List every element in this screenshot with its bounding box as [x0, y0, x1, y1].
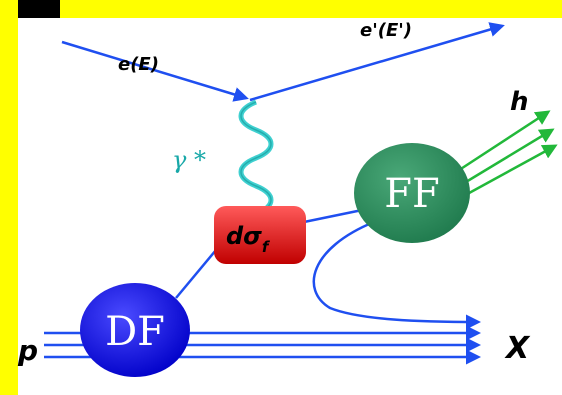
df-blob: DF	[80, 283, 190, 377]
incoming-electron-label: e(E)	[118, 54, 159, 75]
hard-process-blob: dσf	[214, 206, 306, 264]
incoming-electron-line	[61, 40, 249, 102]
proton-label: p	[17, 334, 38, 367]
photon-label: γ *	[172, 146, 206, 174]
remnant-curve-line	[312, 220, 481, 330]
ff-blob: FF	[354, 143, 470, 243]
df-label: DF	[105, 309, 165, 355]
outgoing-electron-label: e'(E')	[360, 20, 412, 41]
hadron-line-3	[459, 144, 558, 200]
outgoing-electron-line	[249, 22, 505, 102]
ff-label: FF	[384, 171, 440, 217]
hadron-label: h	[510, 87, 529, 117]
top-yellow-frame	[0, 0, 562, 18]
hadron-line-2	[455, 128, 555, 190]
remnant-label: X	[504, 331, 531, 366]
left-yellow-frame	[0, 0, 18, 395]
hard-process-label: dσf	[226, 222, 271, 256]
hadron-line-1	[449, 110, 551, 178]
